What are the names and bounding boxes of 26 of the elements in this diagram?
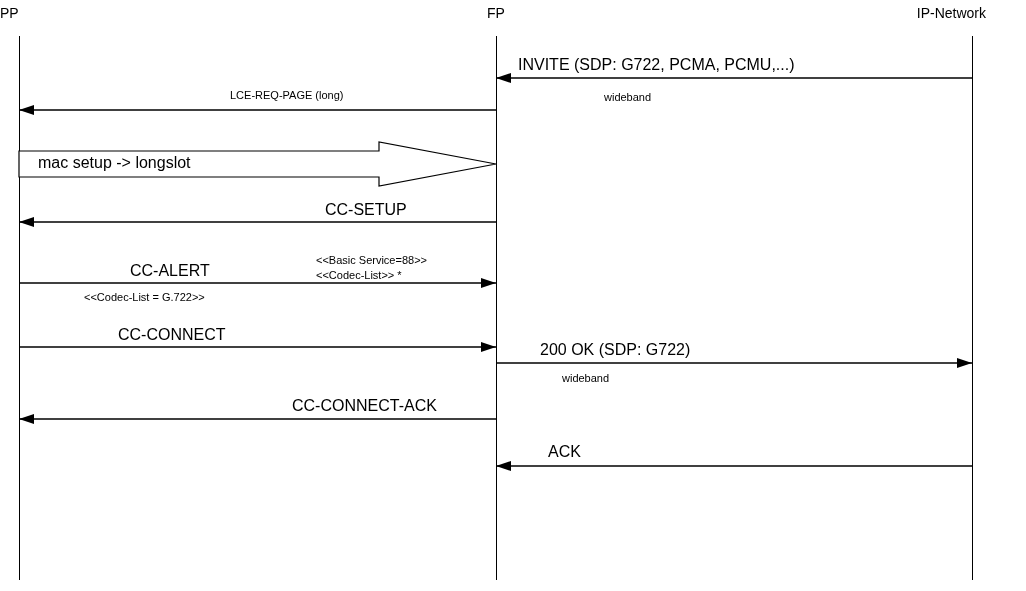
- message-label: CC-SETUP: [325, 201, 407, 219]
- message-arrow: [18, 414, 497, 424]
- message-arrow: [18, 217, 497, 227]
- parameter-note: wideband: [562, 372, 610, 385]
- message-arrow: [495, 461, 973, 471]
- message-label: LCE-REQ-PAGE (long): [230, 89, 344, 102]
- message-label: ACK: [548, 443, 581, 461]
- message-label: CC-CONNECT: [118, 326, 226, 344]
- message-arrow: [18, 278, 497, 288]
- participant-label: IP-Network: [916, 6, 986, 22]
- message-label: INVITE (SDP: G722, PCMA, PCMU,...): [518, 56, 795, 74]
- message-arrow: [495, 73, 973, 83]
- message-arrow: [495, 358, 973, 368]
- message-label: CC-ALERT: [130, 262, 210, 280]
- parameter-note: <<Basic Service=88>>: [316, 254, 427, 267]
- participant-label: PP: [0, 6, 19, 22]
- parameter-note: <<Codec-List>> *: [316, 269, 402, 282]
- block-arrow: [18, 141, 497, 187]
- message-label: 200 OK (SDP: G722): [540, 341, 691, 359]
- message-arrow: [18, 105, 497, 115]
- message-label: mac setup -> longslot: [38, 154, 191, 172]
- parameter-note: <<Codec-List = G.722>>: [84, 291, 205, 304]
- message-arrow: [18, 342, 497, 352]
- parameter-note: wideband: [604, 91, 652, 104]
- message-label: CC-CONNECT-ACK: [292, 397, 437, 415]
- participant-label: FP: [487, 6, 505, 22]
